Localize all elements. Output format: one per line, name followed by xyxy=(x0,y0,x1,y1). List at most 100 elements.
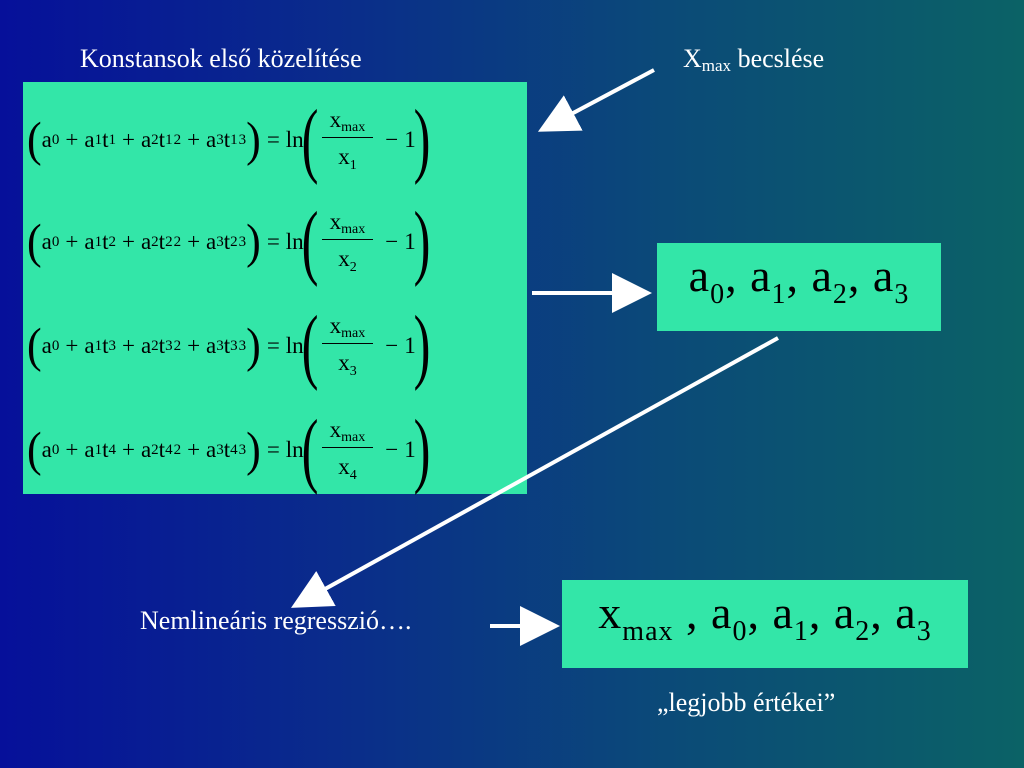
coef-a: a xyxy=(688,250,711,301)
sub-index: 1 xyxy=(94,441,103,458)
coefficients-text: a0, a1, a2, a3 xyxy=(657,249,941,311)
sub-max: max xyxy=(622,616,674,647)
sub-index: 2 xyxy=(151,441,159,458)
plus-op: + xyxy=(65,127,79,152)
var-t: t xyxy=(223,333,231,358)
fraction-denominator: x4 xyxy=(330,448,365,483)
comma: , xyxy=(847,250,873,301)
plus-op: + xyxy=(121,127,135,152)
sub-index: 3 xyxy=(349,364,357,380)
minus-op: − xyxy=(385,437,399,462)
sub-index: 2 xyxy=(165,233,173,250)
var-t: t xyxy=(102,437,109,462)
equals-op: = xyxy=(266,229,280,254)
sub-max: max xyxy=(341,120,366,136)
sub-index: 2 xyxy=(151,131,159,148)
coef-sub: 2 xyxy=(855,616,871,647)
sub-index: 3 xyxy=(216,337,224,354)
open-paren: ( xyxy=(27,422,42,477)
var-a: a xyxy=(206,127,217,152)
fraction-denominator: x3 xyxy=(330,344,365,379)
comma: , xyxy=(870,587,896,638)
sub-index: 1 xyxy=(349,158,357,174)
sub-max: max xyxy=(341,430,366,446)
comma: , xyxy=(786,250,812,301)
plus-op: + xyxy=(65,229,79,254)
sub-index: 2 xyxy=(151,337,159,354)
var-t: t xyxy=(158,229,166,254)
var-x: x xyxy=(338,246,350,272)
coef-sub: 0 xyxy=(710,279,726,310)
caption-nonlinear-regression: Nemlineáris regresszió…. xyxy=(140,606,412,635)
var-x: x xyxy=(338,350,350,376)
title-rest: becslése xyxy=(731,44,825,73)
var-x: x xyxy=(598,587,623,638)
coef-a: a xyxy=(872,250,895,301)
sub-index: 0 xyxy=(51,131,60,148)
var-a: a xyxy=(206,229,217,254)
sub-index: 4 xyxy=(108,441,116,458)
power: 3 xyxy=(238,337,247,354)
title-x: X xyxy=(683,44,702,73)
sub-index: 1 xyxy=(165,131,173,148)
var-a: a xyxy=(140,127,152,152)
var-t: t xyxy=(223,229,231,254)
var-a: a xyxy=(206,437,217,462)
var-a: a xyxy=(84,437,95,462)
sub-index: 4 xyxy=(230,441,238,458)
comma: , xyxy=(673,587,712,638)
close-paren: ) xyxy=(413,299,431,392)
var-x: x xyxy=(329,417,342,443)
sub-index: 4 xyxy=(165,441,173,458)
sub-index: 3 xyxy=(216,441,224,458)
sub-max: max xyxy=(341,326,366,342)
var-t: t xyxy=(102,333,109,358)
var-x: x xyxy=(329,313,342,339)
power: 3 xyxy=(238,441,247,458)
ln-func: ln xyxy=(285,229,304,254)
power: 3 xyxy=(238,131,247,148)
var-x: x xyxy=(338,454,350,480)
open-paren: ( xyxy=(301,93,319,186)
close-paren: ) xyxy=(246,214,261,269)
sub-index: 4 xyxy=(349,468,357,484)
open-paren: ( xyxy=(301,195,319,288)
equals-op: = xyxy=(266,333,280,358)
sub-index: 3 xyxy=(230,337,238,354)
comma: , xyxy=(808,587,834,638)
open-paren: ( xyxy=(301,299,319,392)
plus-op: + xyxy=(65,437,79,462)
coef-a: a xyxy=(811,250,833,301)
open-paren: ( xyxy=(27,318,42,373)
coef-sub: 3 xyxy=(894,279,910,310)
var-a: a xyxy=(41,127,52,152)
power: 2 xyxy=(173,337,182,354)
minus-op: − xyxy=(385,229,399,254)
var-t: t xyxy=(158,333,166,358)
var-t: t xyxy=(223,437,231,462)
close-paren: ) xyxy=(413,403,431,496)
power: 2 xyxy=(173,131,182,148)
fraction-denominator: x1 xyxy=(330,138,365,173)
sub-index: 3 xyxy=(165,337,173,354)
coef-a: a xyxy=(750,250,772,301)
sub-index: 1 xyxy=(230,131,238,148)
var-a: a xyxy=(140,437,152,462)
close-paren: ) xyxy=(413,93,431,186)
coef-sub: 2 xyxy=(832,279,848,310)
fraction-denominator: x2 xyxy=(330,240,365,275)
ln-func: ln xyxy=(285,127,304,152)
coefficients-box: a0, a1, a2, a3 xyxy=(657,243,941,331)
var-x: x xyxy=(329,107,342,133)
open-paren: ( xyxy=(27,112,42,167)
var-a: a xyxy=(84,229,95,254)
power: 2 xyxy=(173,233,182,250)
var-x: x xyxy=(338,144,350,170)
var-t: t xyxy=(223,127,231,152)
